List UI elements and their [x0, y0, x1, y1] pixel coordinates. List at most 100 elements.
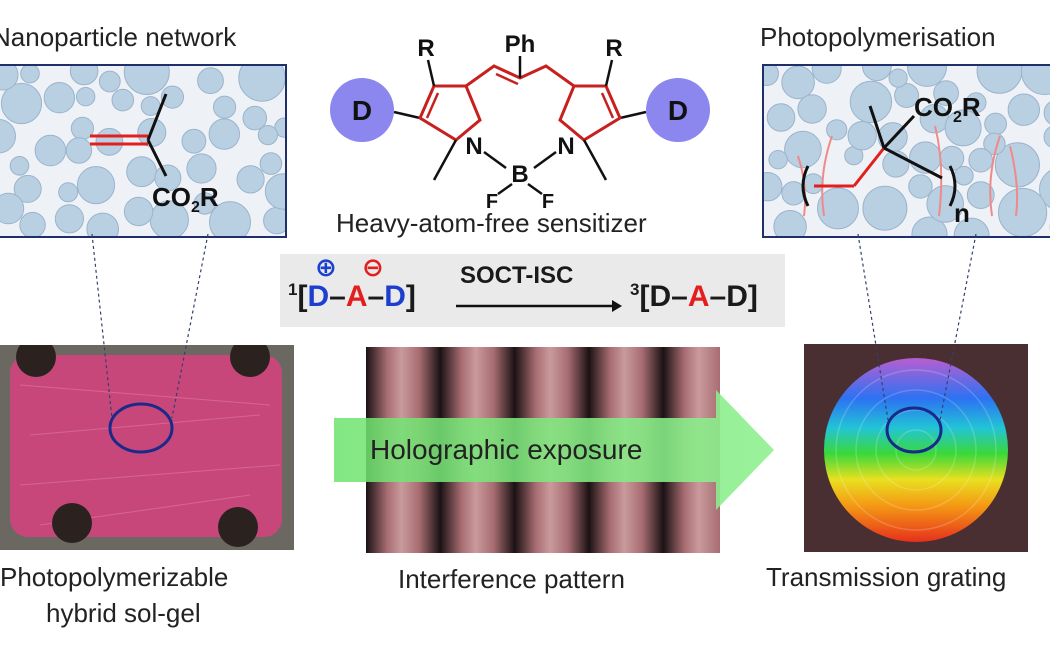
nanoparticle [209, 201, 251, 236]
fluorine-right: F [542, 191, 554, 210]
nanoparticle [58, 182, 79, 203]
methyl-bond-left [432, 139, 458, 181]
nanoparticle [0, 192, 25, 225]
nanoparticle [911, 216, 948, 236]
b-f-bond-right [527, 182, 543, 196]
ester-bond [146, 139, 168, 177]
nanoparticle [0, 66, 19, 91]
nanoparticle [998, 187, 1048, 236]
nanoparticle [264, 173, 285, 210]
positive-charge: ⊕ [315, 252, 337, 282]
zoom-ring-right [885, 406, 943, 454]
nanoparticle [213, 95, 237, 119]
polymer-chain: CO2R n [797, 92, 1019, 228]
repeat-index: n [954, 198, 970, 228]
methyl-bond-polymer [868, 105, 886, 149]
nitrogen-right: N [557, 133, 574, 160]
zoom-ring-left [108, 402, 174, 454]
nanoparticle [1020, 66, 1050, 95]
nanoparticle [797, 94, 827, 124]
interference-label: Interference pattern [398, 564, 625, 594]
meso-double-bond [495, 72, 519, 86]
acrylate-monomer: CO2R [90, 93, 219, 216]
nanoparticle [811, 66, 842, 84]
sol-gel-photo [0, 345, 294, 550]
nanoparticle [186, 153, 217, 184]
nanoparticle [13, 174, 42, 203]
pyrrole-ring-left [418, 84, 482, 142]
nanoparticle [847, 120, 877, 151]
nanoparticle [773, 210, 807, 236]
nanoparticle [953, 217, 990, 236]
exposure-arrow [334, 390, 774, 510]
nanoparticle [862, 66, 892, 82]
donor-label-left: D [352, 95, 372, 126]
nanoparticle [768, 150, 788, 170]
nanoparticle [236, 165, 265, 194]
nanoparticle [65, 137, 93, 164]
nanoparticle [9, 156, 30, 176]
donor-bond-left [393, 110, 421, 120]
donor-bond-right [619, 110, 647, 120]
fluorine-left: F [486, 191, 498, 210]
nitrogen-left: N [465, 133, 482, 160]
pyrrole-ring-right [558, 84, 622, 142]
nanoparticle [1043, 126, 1050, 148]
grating-photo [804, 344, 1028, 552]
nanoparticle [197, 67, 224, 95]
donor-circle-right [646, 78, 710, 142]
nanoparticle [257, 125, 278, 146]
nanoparticle [208, 118, 241, 150]
nanoparticle [242, 105, 268, 131]
photopolymerisation-panel: CO2R n [762, 64, 1050, 238]
methyl-bond-right [582, 139, 608, 181]
nanoparticle [966, 181, 995, 210]
nanoparticle [238, 66, 285, 102]
soct-isc-label: SOCT-ISC [460, 262, 574, 289]
nanoparticle [98, 70, 121, 93]
nanoparticle-circles-right [764, 66, 1050, 236]
donor-label-right: D [668, 95, 688, 126]
nanoparticle [907, 66, 947, 87]
nanoparticle [259, 152, 283, 175]
sol-gel-sample [10, 345, 282, 547]
donor-circle-left [330, 78, 394, 142]
negative-charge: ⊖ [362, 252, 384, 282]
reaction-arrow [456, 300, 622, 312]
nanoparticle-circles-left [0, 66, 285, 236]
backbone-bond-3 [883, 146, 943, 180]
boron-label: B [511, 161, 528, 188]
nanoparticle [20, 66, 40, 84]
nanoparticle [781, 66, 815, 100]
nanoparticle [181, 128, 207, 154]
photopolymerisation-label: Photopolymerisation [760, 22, 996, 52]
bracket-right [948, 165, 957, 207]
triplet-state: 3[D–A–D] [630, 280, 758, 313]
nanoparticle [817, 187, 859, 230]
nanoparticle [888, 68, 908, 88]
grating-disk [824, 358, 1008, 542]
r-bond-left [426, 59, 436, 87]
n-b-bond-right [533, 150, 557, 170]
ester-group-right: CO2R [914, 92, 981, 126]
nanoparticle-network-panel: CO2R [0, 64, 287, 238]
bracket-left [801, 165, 810, 207]
ester-bond-polymer [882, 114, 916, 150]
nanoparticle [764, 66, 779, 86]
grating-label: Transmission grating [766, 562, 1007, 592]
pyrrole-double-bond-left [425, 92, 440, 119]
nanoparticle [123, 66, 170, 95]
nanoparticle [86, 212, 119, 236]
nanoparticle [193, 192, 217, 215]
nanoparticle [43, 82, 76, 114]
reaction-scheme: 1[D–A–D] ⊕ ⊖ SOCT-ISC 3[D–A–D] [280, 252, 785, 327]
nanoparticle [933, 80, 960, 106]
nanoparticle [1007, 93, 1040, 126]
nanoparticle [862, 185, 908, 231]
sol-gel-label-line1: Photopolymerizable [0, 562, 229, 592]
sol-gel-label-line2: hybrid sol-gel [46, 598, 201, 628]
bodipy-structure: D D Ph R R N N B F F [330, 31, 710, 210]
pyrrole-double-bond-right [600, 92, 615, 119]
nanoparticle [965, 92, 987, 114]
